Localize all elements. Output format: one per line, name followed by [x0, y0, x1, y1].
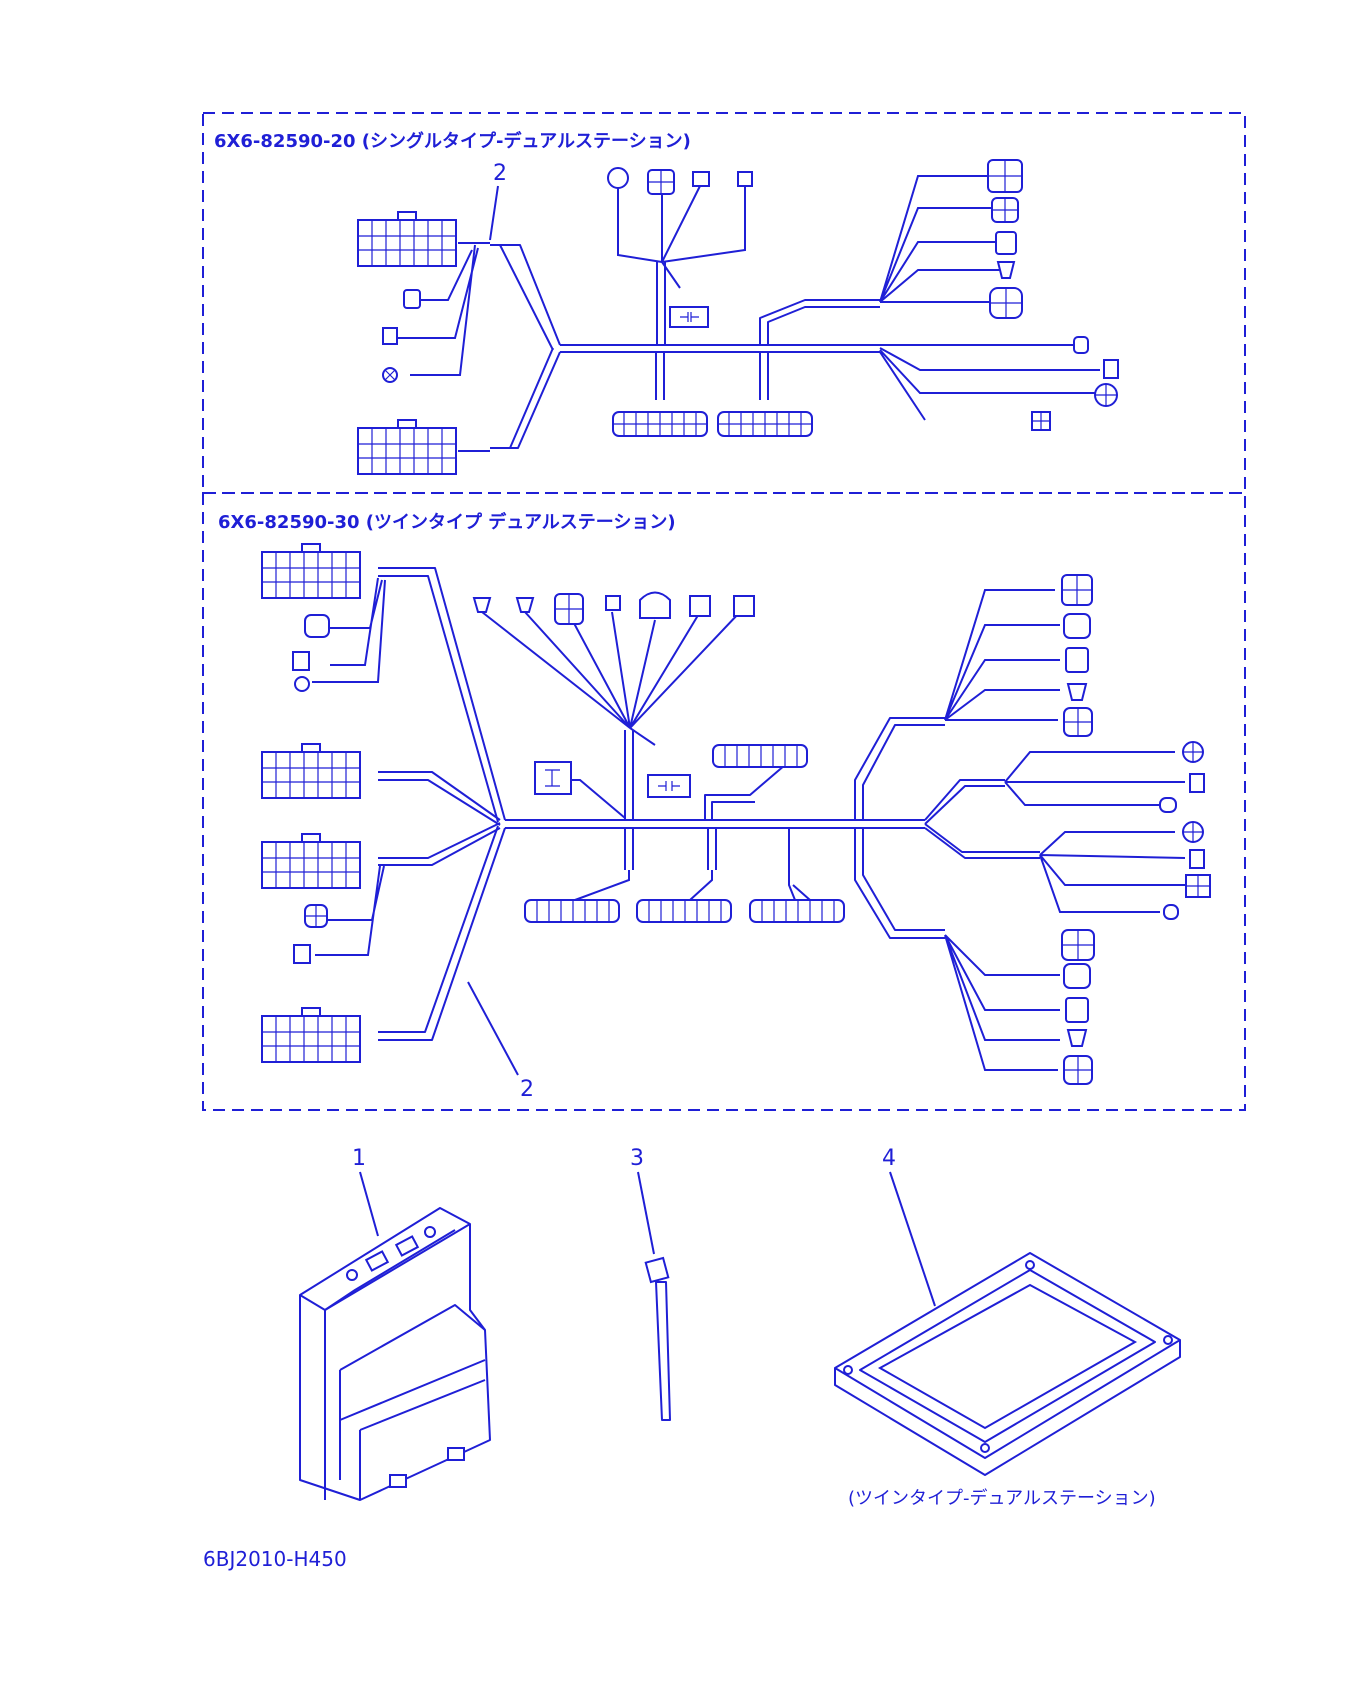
connector-multi-pin [357, 427, 457, 475]
leader-line [637, 1171, 655, 1255]
frame-note: (ツインタイプ-デュアルステーション) [848, 1488, 1156, 1509]
connectors-single [357, 159, 1119, 475]
harness-twin [310, 567, 1186, 1071]
connector-flat [524, 899, 620, 923]
callout-frame: 4 [882, 1146, 896, 1171]
leader-line [889, 1171, 936, 1307]
connector-multi-pin [261, 751, 361, 799]
cable-tie-illustration [644, 1256, 671, 1421]
harness-single [395, 175, 1100, 452]
leader-line [359, 1171, 379, 1237]
connector-flat [749, 899, 845, 923]
connector-flat [712, 744, 808, 768]
connectors-twin [261, 543, 1211, 1085]
connector-multi-pin [357, 219, 457, 267]
callout-harness-twin: 2 [520, 1077, 534, 1102]
leader-line [489, 185, 499, 241]
drawing-code: 6BJ2010-H450 [203, 1547, 347, 1571]
connector-flat [636, 899, 732, 923]
callout-harness-single: 2 [493, 161, 507, 186]
callout-tie: 3 [630, 1146, 644, 1171]
ecu-module-illustration [299, 1207, 491, 1501]
leader-line [467, 981, 519, 1076]
connector-multi-pin [261, 551, 361, 599]
section-title-single: 6X6-82590-20 (シングルタイプ-デュアルステーション) [214, 130, 691, 152]
connector-multi-pin [261, 1015, 361, 1063]
callout-ecu: 1 [352, 1146, 366, 1171]
section-title-twin: 6X6-82590-30 (ツインタイプ デュアルステーション) [218, 511, 676, 533]
frame-gasket-illustration [834, 1252, 1181, 1476]
connector-multi-pin [261, 841, 361, 889]
section-box-twin [202, 492, 1246, 1111]
